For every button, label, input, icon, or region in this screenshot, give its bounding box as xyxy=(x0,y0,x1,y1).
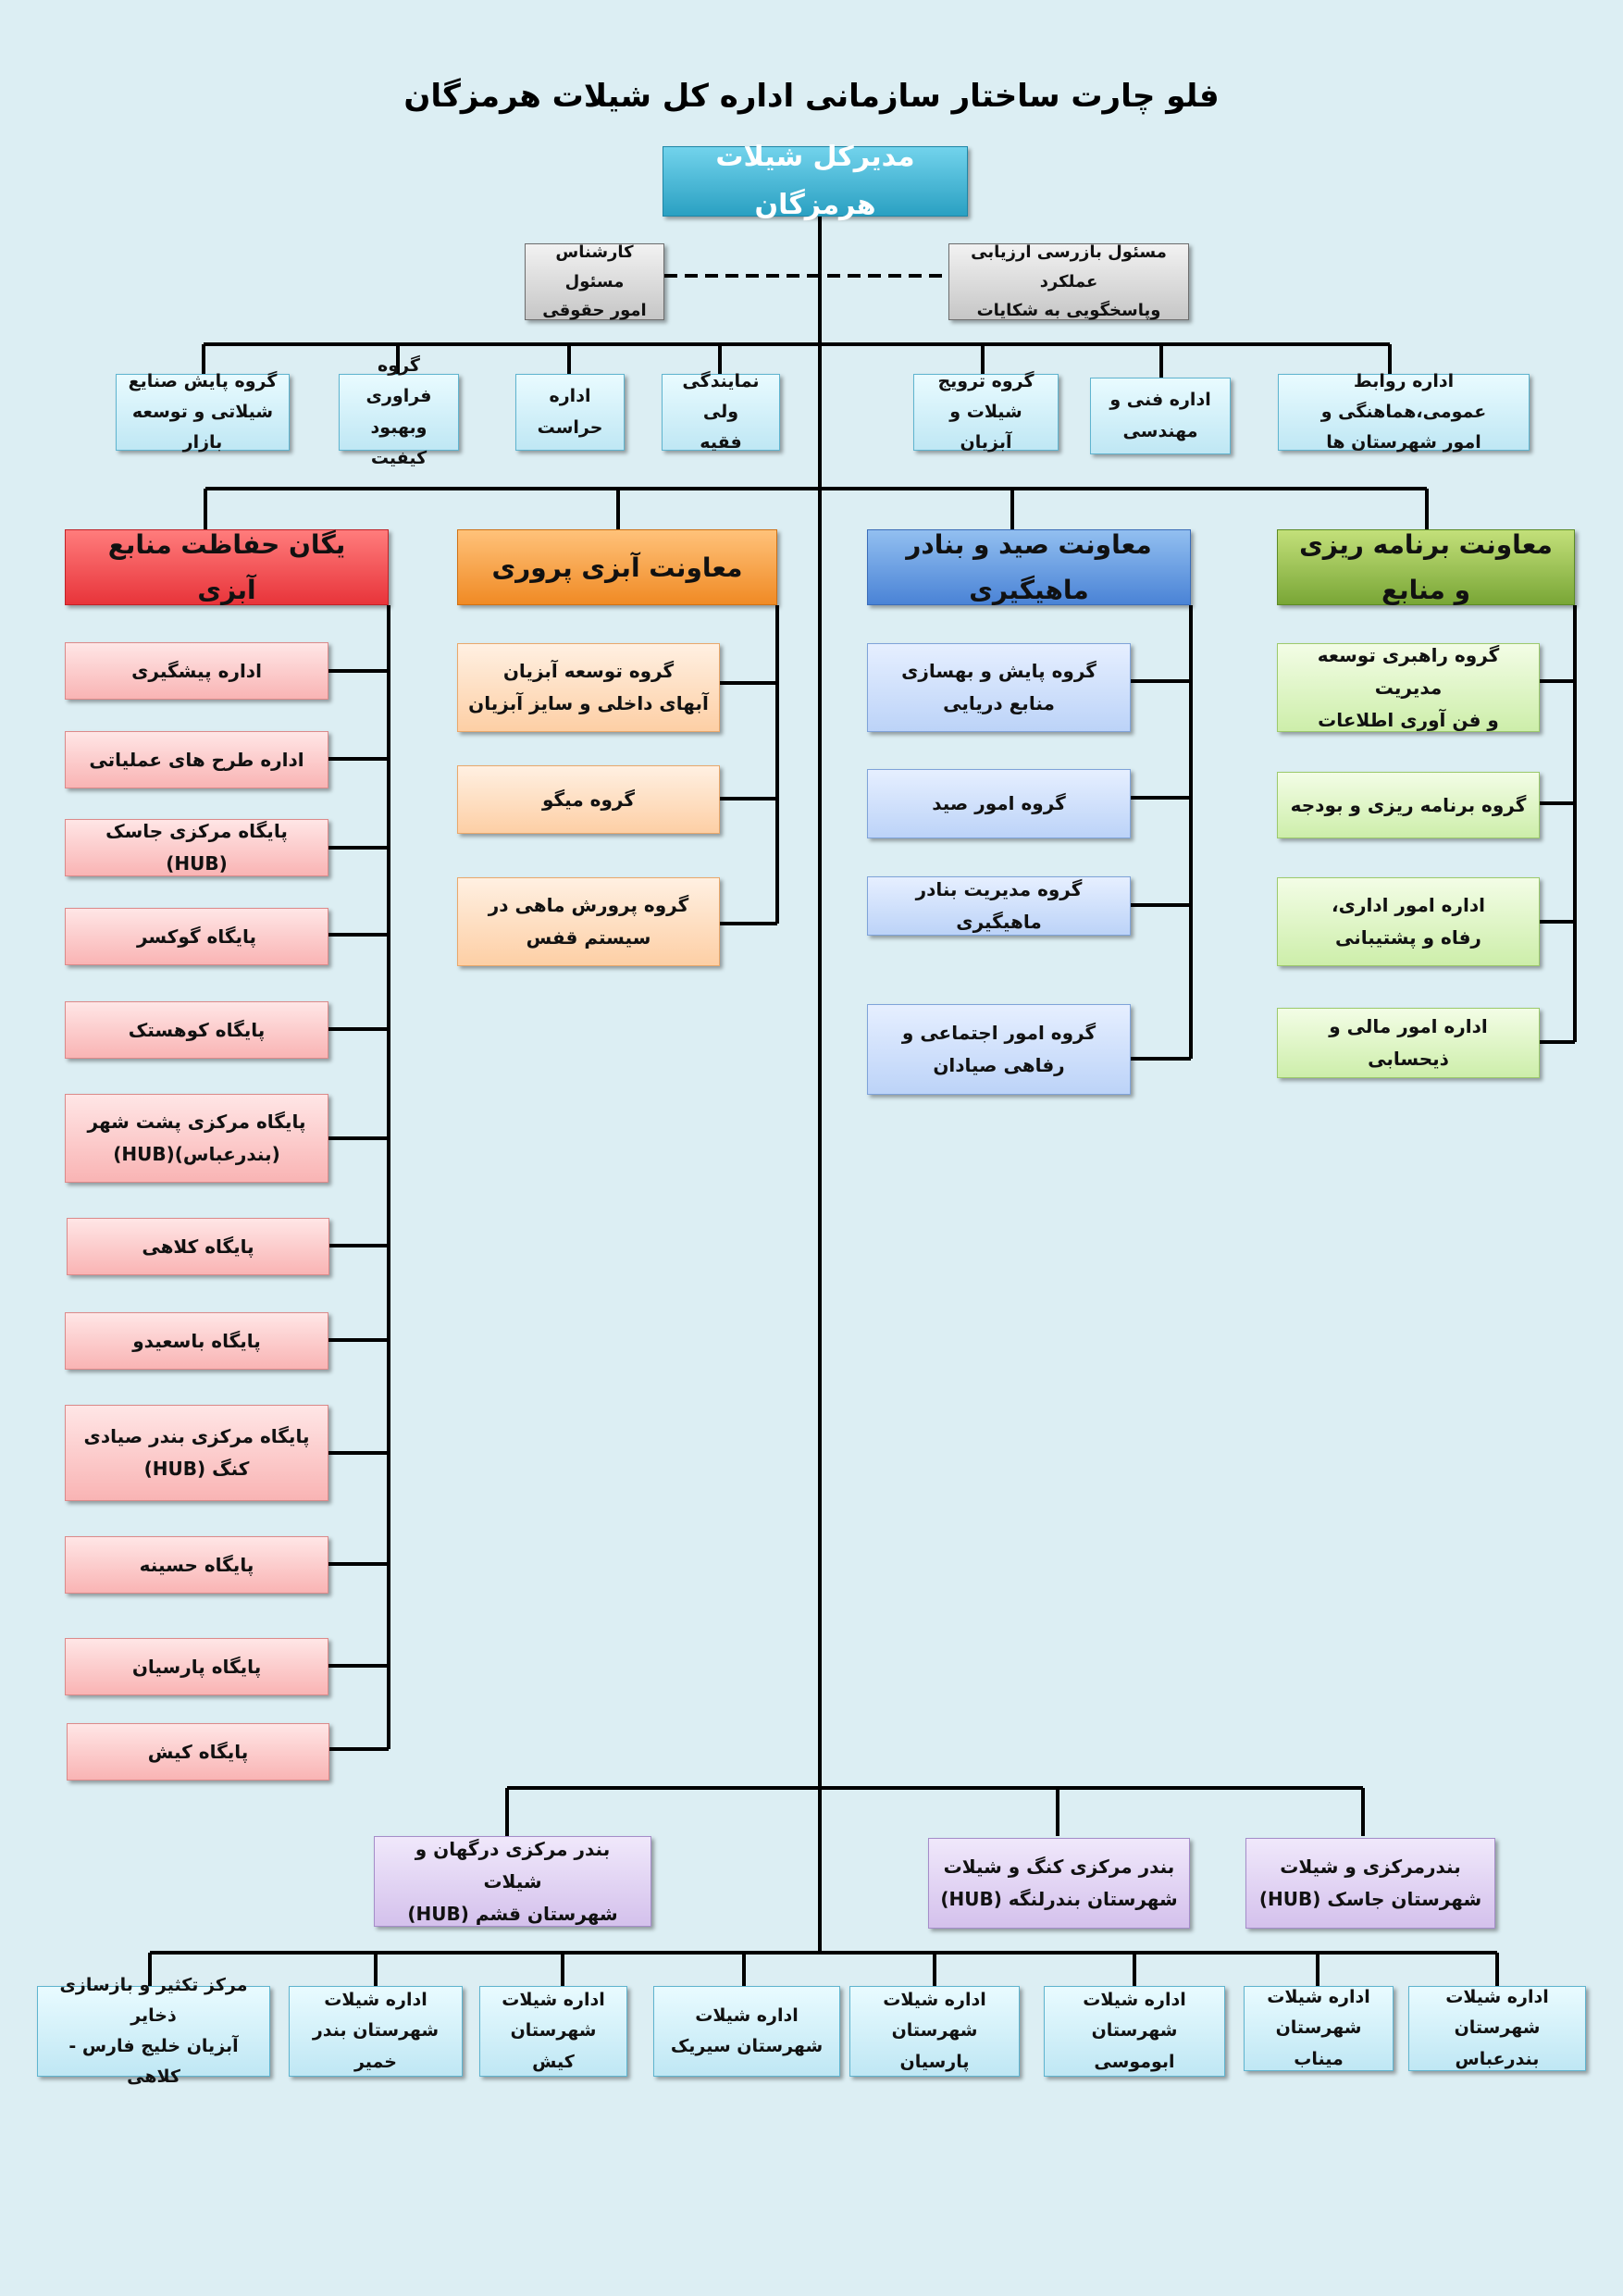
aquaculture-item-cage[interactable]: گروه پرورش ماهی در سیستم قفس xyxy=(457,877,720,966)
protection-item-2[interactable]: پایگاه مرکزی جاسک (HUB) xyxy=(65,819,328,876)
protection-item-3[interactable]: پایگاه گوکسر xyxy=(65,908,328,965)
advisor-inspection[interactable]: مسئول بازرسی ارزیابی عملکرد وپاسخگویی به… xyxy=(948,242,1189,320)
port-jask[interactable]: بندرمرکزی و شیلات شهرستان جاسک (HUB) xyxy=(1245,1838,1495,1929)
office-processing-quality[interactable]: گروه فراوری وبهبود کیفیت xyxy=(339,355,459,468)
deputy-fishing[interactable]: معاونت صید و بنادر ماهیگیری xyxy=(867,529,1191,605)
office-public-relations[interactable]: اداره روابط عمومی،هماهنگی و امور شهرستان… xyxy=(1278,371,1530,453)
planning-item-finance[interactable]: اداره امور مالی و ذیحسابی xyxy=(1277,1008,1540,1078)
planning-item-it[interactable]: گروه راهبری توسعه مدیریت و فن آوری اطلاع… xyxy=(1277,643,1540,732)
deputy-protection[interactable]: یگان حفاظت منابع آبزی xyxy=(65,529,389,605)
protection-item-9[interactable]: پایگاه حسینه xyxy=(65,1536,328,1594)
port-kong[interactable]: بندر مرکزی کنگ و شیلات شهرستان بندرلنگه … xyxy=(928,1838,1190,1929)
office-industry-monitoring[interactable]: گروه پایش صنایع شیلاتی و توسعه بازار xyxy=(116,371,290,453)
planning-item-budget[interactable]: گروه برنامه ریزی و بودجه xyxy=(1277,772,1540,838)
aquaculture-item-shrimp[interactable]: گروه میگو xyxy=(457,765,720,834)
county-sirik[interactable]: اداره شیلات شهرستان سیریک xyxy=(653,1986,840,2077)
office-security[interactable]: اداره حراست xyxy=(515,374,625,451)
fishing-item-ports[interactable]: گروه مدیریت بنادر ماهیگیری xyxy=(867,876,1131,936)
office-extension[interactable]: گروه ترویج شیلات و آبزیان xyxy=(913,371,1059,453)
county-parsian[interactable]: اداره شیلات شهرستان پارسیان xyxy=(849,1986,1020,2077)
protection-item-4[interactable]: پایگاه کوهستک xyxy=(65,1001,328,1059)
director-box[interactable]: مدیرکل شیلات هرمزگان xyxy=(663,141,968,221)
county-bandarabbas[interactable]: اداره شیلات شهرستان بندرعباس xyxy=(1408,1986,1586,2071)
protection-item-6[interactable]: پایگاه کلاهی xyxy=(67,1218,329,1275)
port-qeshm[interactable]: بندر مرکزی درگهان و شیلات شهرستان قشم (H… xyxy=(374,1836,651,1927)
county-kish[interactable]: اداره شیلات شهرستان کیش xyxy=(479,1986,627,2077)
county-kolahi-center[interactable]: مرکز تکثیر و بازسازی ذخایر آبزیان خلیج ف… xyxy=(37,1975,270,2087)
protection-item-5[interactable]: پایگاه مرکزی پشت شهر (بندرعباس)(HUB) xyxy=(65,1094,328,1183)
deputy-aquaculture[interactable]: معاونت آبزی پروری xyxy=(457,529,777,605)
protection-item-11[interactable]: پایگاه کیش xyxy=(67,1723,329,1781)
protection-item-10[interactable]: پایگاه پارسیان xyxy=(65,1638,328,1695)
office-engineering[interactable]: اداره فنی و مهندسی xyxy=(1090,378,1231,454)
protection-item-1[interactable]: اداره طرح های عملیاتی xyxy=(65,731,328,788)
county-minab[interactable]: اداره شیلات شهرستان میناب xyxy=(1244,1986,1394,2071)
aquaculture-item-inland[interactable]: گروه توسعه آبزیان آبهای داخلی و سایز آبز… xyxy=(457,643,720,732)
protection-item-8[interactable]: پایگاه مرکزی بندر صیادی کنگ (HUB) xyxy=(65,1405,328,1501)
planning-item-admin[interactable]: اداره امور اداری، رفاه و پشتیبانی xyxy=(1277,877,1540,966)
protection-item-7[interactable]: پایگاه باسعیدو xyxy=(65,1312,328,1370)
county-bandar-khamir[interactable]: اداره شیلات شهرستان بندر خمیر xyxy=(289,1986,463,2077)
office-representative[interactable]: نمایندگی ولی فقیه xyxy=(662,371,780,453)
fishing-item-catch[interactable]: گروه امور صید xyxy=(867,769,1131,838)
advisor-legal[interactable]: کارشناس مسئول امور حقوقی xyxy=(525,242,664,320)
page-title: فلو چارت ساختار سازمانی اداره کل شیلات ه… xyxy=(403,78,1220,115)
protection-item-0[interactable]: اداره پیشگیری xyxy=(65,642,328,700)
fishing-item-monitoring[interactable]: گروه پایش و بهسازی منابع دریایی xyxy=(867,643,1131,732)
deputy-planning[interactable]: معاونت برنامه ریزی و منابع xyxy=(1277,529,1575,605)
county-abumusa[interactable]: اداره شیلات شهرستان ابوموسی xyxy=(1044,1986,1225,2077)
fishing-item-social[interactable]: گروه امور اجتماعی و رفاهی صیادان xyxy=(867,1004,1131,1095)
